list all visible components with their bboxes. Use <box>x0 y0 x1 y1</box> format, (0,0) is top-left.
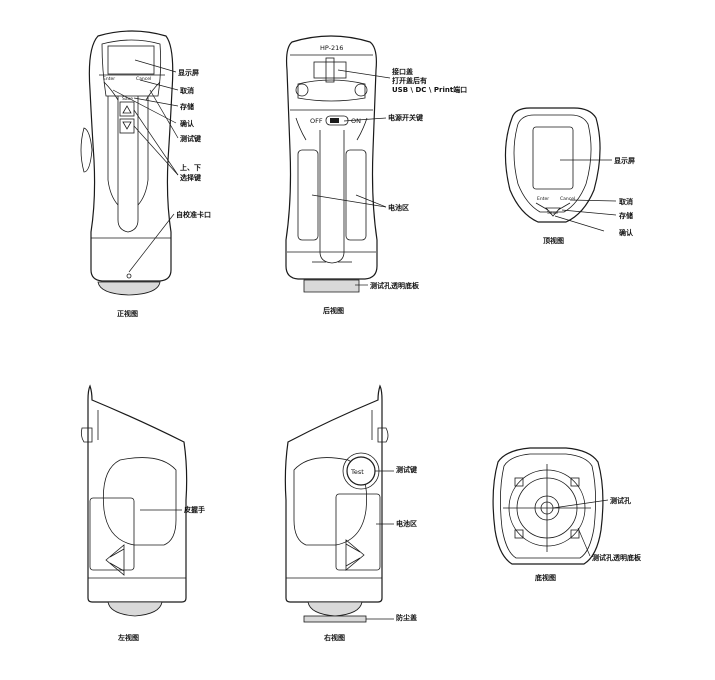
left-caption: 左视图 <box>117 633 139 642</box>
top-label-save: 存储 <box>619 211 633 220</box>
top-screen <box>532 126 574 190</box>
right-label-battery: 电池区 <box>396 519 417 528</box>
bottom-label-test-hole: 测试孔 <box>610 496 631 505</box>
front-cancel-button[interactable] <box>145 81 161 101</box>
back-label-port-3: USB \ DC \ Print端口 <box>392 85 467 94</box>
top-label-cancel: 取消 <box>619 197 633 206</box>
front-enter-button[interactable] <box>103 81 119 101</box>
back-label-port-2: 打开盖后有 <box>392 76 427 85</box>
back-label-power-switch: 电源开关键 <box>388 113 423 122</box>
front-label-calibration: 自校准卡口 <box>176 210 211 219</box>
top-cancel-label: Cancel <box>560 196 575 202</box>
back-label-battery: 电池区 <box>388 203 409 212</box>
front-view: Enter Cancel Save 显示屏 取消 存储 确认 测试键 上、下 选… <box>80 30 211 318</box>
front-label-cancel: 取消 <box>180 86 194 95</box>
top-enter-button[interactable] <box>535 202 549 211</box>
down-arrow-icon <box>122 121 132 130</box>
left-view: 皮握手 左视图 <box>80 384 205 642</box>
front-save-label: Save <box>122 96 133 102</box>
front-caption: 正视图 <box>117 309 138 318</box>
top-cancel-button[interactable] <box>557 202 571 211</box>
right-test-button-label: Test <box>350 468 364 476</box>
front-enter-label: Enter <box>103 76 115 82</box>
front-label-updown-1: 上、下 <box>180 163 201 172</box>
left-label-grip: 皮握手 <box>183 505 205 514</box>
bottom-label-base: 测试孔透明底板 <box>592 553 642 562</box>
top-label-screen: 显示屏 <box>614 156 635 165</box>
top-label-confirm: 确认 <box>619 228 634 237</box>
front-label-confirm: 确认 <box>180 119 195 128</box>
front-label-screen: 显示屏 <box>178 68 199 77</box>
right-label-test-key: 测试键 <box>396 465 417 474</box>
top-view: Enter Cancel Save 显示屏 取消 存储 确认 顶视图 <box>504 107 635 245</box>
port-cover[interactable] <box>313 61 347 79</box>
back-label-base: 测试孔透明底板 <box>370 281 420 290</box>
front-screen <box>107 45 155 75</box>
back-view: HP-216 OFF ON 接口盖 打开盖后有 USB \ DC \ Print… <box>285 35 467 315</box>
right-caption: 右视图 <box>323 633 345 642</box>
front-down-button[interactable] <box>119 118 135 134</box>
right-label-dust-cover: 防尘盖 <box>396 613 417 622</box>
top-enter-label: Enter <box>537 196 549 202</box>
front-up-button[interactable] <box>119 101 135 117</box>
top-save-button[interactable] <box>545 207 561 217</box>
top-caption: 顶视图 <box>543 236 564 245</box>
right-battery-panel <box>335 493 381 571</box>
right-view: Test 测试键 电池区 防尘盖 右视图 <box>284 384 417 642</box>
bottom-caption: 底视图 <box>535 573 556 582</box>
front-label-save: 存储 <box>180 102 194 111</box>
front-label-updown-2: 选择键 <box>180 173 201 182</box>
top-save-label: Save <box>547 210 558 216</box>
right-battery-triangle-icon <box>345 539 365 571</box>
back-label-port-1: 接口盖 <box>392 67 413 76</box>
battery-panel-left <box>297 149 319 241</box>
back-caption: 后视图 <box>323 306 344 315</box>
switch-on-label: ON <box>351 117 361 125</box>
left-grip-panel <box>89 497 135 571</box>
front-cancel-label: Cancel <box>136 76 151 82</box>
switch-off-label: OFF <box>310 117 323 125</box>
bottom-view: 测试孔 测试孔透明底板 底视图 <box>492 447 642 582</box>
up-arrow-icon <box>122 105 132 114</box>
battery-panel-right <box>345 149 367 241</box>
left-grip-triangle-icon <box>105 544 125 576</box>
back-model-label: HP-216 <box>320 44 343 52</box>
front-label-test-key: 测试键 <box>180 134 201 143</box>
